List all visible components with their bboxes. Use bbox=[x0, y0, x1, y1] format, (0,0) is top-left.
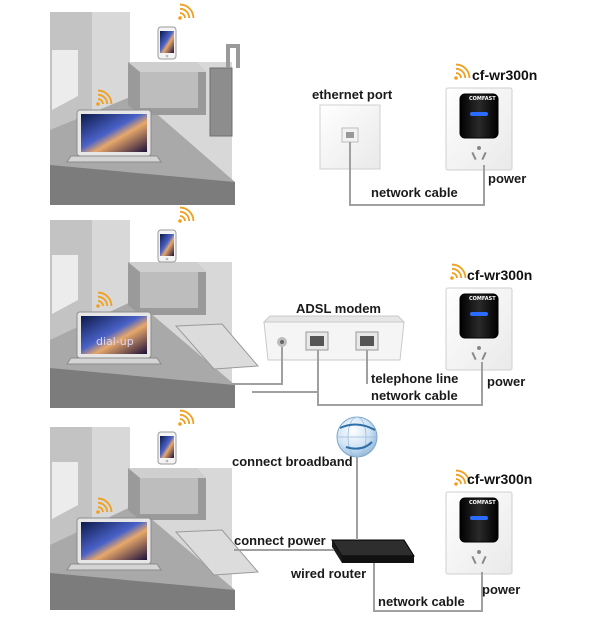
wifi-icon bbox=[177, 203, 198, 224]
telephone-line-label: telephone line bbox=[371, 371, 458, 386]
adsl-modem-device bbox=[262, 315, 406, 361]
network-cable-line bbox=[317, 350, 483, 406]
extender-brand: COMFAST bbox=[469, 296, 496, 302]
globe-icon bbox=[336, 416, 378, 458]
ethernet-wall-plate bbox=[319, 104, 381, 170]
network-cable-label: network cable bbox=[378, 594, 465, 609]
adsl-modem-label: ADSL modem bbox=[296, 301, 381, 316]
wired-router-label: wired router bbox=[290, 566, 366, 581]
wifi-icon bbox=[177, 0, 198, 21]
model-label: cf-wr300n bbox=[472, 67, 537, 83]
panel-wired-router: connect broadband wired router connect p… bbox=[50, 406, 532, 612]
network-cable-label: network cable bbox=[371, 388, 458, 403]
laptop-icon bbox=[66, 517, 162, 571]
wifi-icon bbox=[453, 60, 474, 81]
model-label: cf-wr300n bbox=[467, 267, 532, 283]
suitcase-icon bbox=[209, 44, 240, 137]
power-label: power bbox=[487, 374, 525, 389]
model-label: cf-wr300n bbox=[467, 471, 532, 487]
wired-router-device bbox=[331, 539, 415, 563]
power-label: power bbox=[488, 171, 526, 186]
connect-power-label: connect power bbox=[234, 533, 326, 548]
panel-adsl-modem: dial-up ADSL modem COMFAST cf-wr300n tel… bbox=[50, 203, 532, 408]
ethernet-port-label: ethernet port bbox=[312, 87, 393, 102]
smartphone-icon bbox=[157, 26, 177, 60]
extender-brand: COMFAST bbox=[469, 96, 496, 102]
panel-ethernet-port: ethernet port COMFAST cf-wr300n network … bbox=[50, 0, 537, 206]
keyboard-icon bbox=[174, 529, 260, 576]
connect-broadband-label: connect broadband bbox=[232, 454, 353, 469]
keyboard-icon bbox=[174, 323, 260, 370]
power-label: power bbox=[482, 582, 520, 597]
telephone-line-cable bbox=[232, 347, 368, 385]
network-cable-line bbox=[349, 142, 485, 206]
network-cable-line bbox=[373, 563, 483, 612]
wifi-icon bbox=[177, 406, 198, 427]
room-scene bbox=[50, 12, 240, 205]
laptop-icon bbox=[66, 109, 162, 163]
extender-brand: COMFAST bbox=[469, 500, 496, 506]
wifi-icon bbox=[449, 260, 470, 281]
smartphone-icon bbox=[157, 229, 177, 263]
network-cable-label: network cable bbox=[371, 185, 458, 200]
smartphone-icon bbox=[157, 431, 177, 465]
laptop-screen-text: dial-up bbox=[96, 335, 134, 348]
